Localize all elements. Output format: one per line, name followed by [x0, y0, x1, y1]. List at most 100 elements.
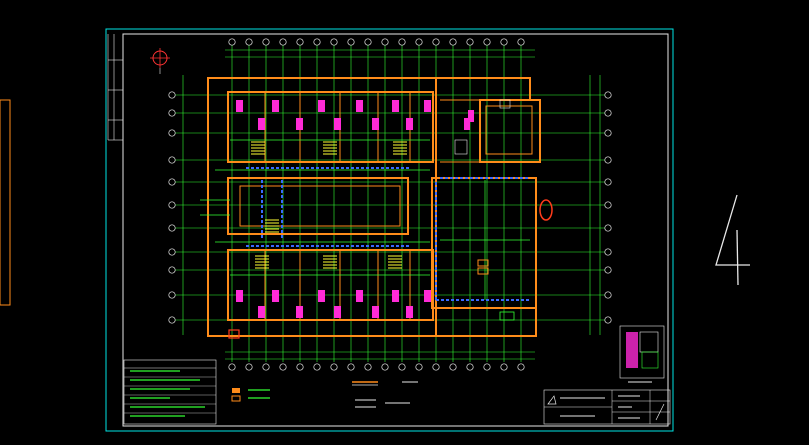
building-walls	[207, 77, 541, 337]
column-mark	[318, 100, 325, 112]
axis-bubble	[168, 248, 176, 256]
axis-bubble	[449, 38, 457, 46]
axis-bubble	[313, 38, 321, 46]
axis-bubble	[604, 266, 612, 274]
axis-bubble	[517, 38, 525, 46]
sheet-number-marker	[715, 194, 750, 286]
axis-bubble	[245, 363, 253, 371]
sheet-outer-frame	[105, 28, 674, 432]
axis-bubble	[604, 156, 612, 164]
axis-bubble	[604, 224, 612, 232]
axis-bubble	[500, 363, 508, 371]
axis-bubble	[604, 129, 612, 137]
column-mark	[406, 118, 413, 130]
axis-bubble	[347, 38, 355, 46]
dimension-lines	[182, 49, 601, 360]
column-mark	[372, 306, 379, 318]
axis-bubble	[168, 266, 176, 274]
axis-bubble	[398, 363, 406, 371]
column-mark	[356, 100, 363, 112]
column-mark	[318, 290, 325, 302]
sheet-inner-frame	[122, 33, 669, 427]
axis-bubble	[228, 38, 236, 46]
stair-mark	[265, 219, 279, 233]
stair-mark	[323, 141, 337, 155]
axis-bubble	[415, 363, 423, 371]
stair-mark	[323, 255, 337, 269]
column-mark	[334, 306, 341, 318]
axis-bubble	[262, 38, 270, 46]
compass-icon	[150, 48, 170, 74]
axis-bubble	[604, 109, 612, 117]
plan-title	[352, 381, 418, 408]
axis-bubble	[296, 363, 304, 371]
beam-lines	[246, 167, 530, 301]
axis-bubble	[466, 38, 474, 46]
column-mark	[424, 290, 431, 302]
stair-icon	[251, 141, 407, 269]
axis-bubble	[604, 291, 612, 299]
axis-bubble	[500, 38, 508, 46]
axis-bubble	[168, 316, 176, 324]
axis-bubble	[517, 363, 525, 371]
equipment-marks	[228, 99, 553, 339]
column-mark	[296, 118, 303, 130]
axis-bubble	[245, 38, 253, 46]
axis-bubble	[330, 38, 338, 46]
axis-bubble	[364, 363, 372, 371]
axis-bubble	[313, 363, 321, 371]
axis-bubble	[381, 38, 389, 46]
column-mark	[372, 118, 379, 130]
title-block	[543, 389, 671, 425]
stair-mark	[251, 141, 265, 155]
axis-bubble	[415, 38, 423, 46]
axis-bubble	[483, 363, 491, 371]
column-mark	[272, 100, 279, 112]
axis-bubble	[168, 201, 176, 209]
axis-bubble	[330, 363, 338, 371]
axis-bubble	[449, 363, 457, 371]
column-mark	[356, 290, 363, 302]
axis-bubble	[279, 38, 287, 46]
axis-bubbles	[168, 38, 612, 371]
axis-bubble	[483, 38, 491, 46]
axis-bubble	[364, 38, 372, 46]
column-mark	[424, 100, 431, 112]
interior-details	[200, 139, 530, 300]
binding-strip	[107, 34, 123, 141]
axis-bubble	[398, 38, 406, 46]
axis-bubble	[168, 291, 176, 299]
axis-bubble	[604, 201, 612, 209]
axis-bubble	[604, 91, 612, 99]
column-mark	[258, 306, 265, 318]
column-mark	[334, 118, 341, 130]
axis-bubble	[228, 363, 236, 371]
axis-bubble	[168, 91, 176, 99]
left-panel-outline	[0, 99, 11, 306]
axis-bubble	[432, 38, 440, 46]
axis-bubble	[604, 178, 612, 186]
column-mark	[468, 110, 474, 122]
column-mark	[406, 306, 413, 318]
stair-mark	[255, 255, 269, 269]
column-icon	[236, 100, 474, 318]
key-plan	[619, 325, 665, 383]
axis-bubble	[347, 363, 355, 371]
axis-bubble	[168, 109, 176, 117]
axis-bubble	[168, 224, 176, 232]
axis-bubble	[279, 363, 287, 371]
axis-bubble	[168, 129, 176, 137]
axis-bubble	[262, 363, 270, 371]
column-mark	[296, 306, 303, 318]
column-mark	[392, 100, 399, 112]
axis-bubble	[432, 363, 440, 371]
axis-bubble	[604, 248, 612, 256]
column-mark	[464, 118, 470, 130]
axis-bubble	[604, 316, 612, 324]
axis-bubble	[168, 156, 176, 164]
notes-table	[123, 359, 217, 425]
axis-bubble	[296, 38, 304, 46]
axis-bubble	[466, 363, 474, 371]
stair-mark	[388, 255, 402, 269]
